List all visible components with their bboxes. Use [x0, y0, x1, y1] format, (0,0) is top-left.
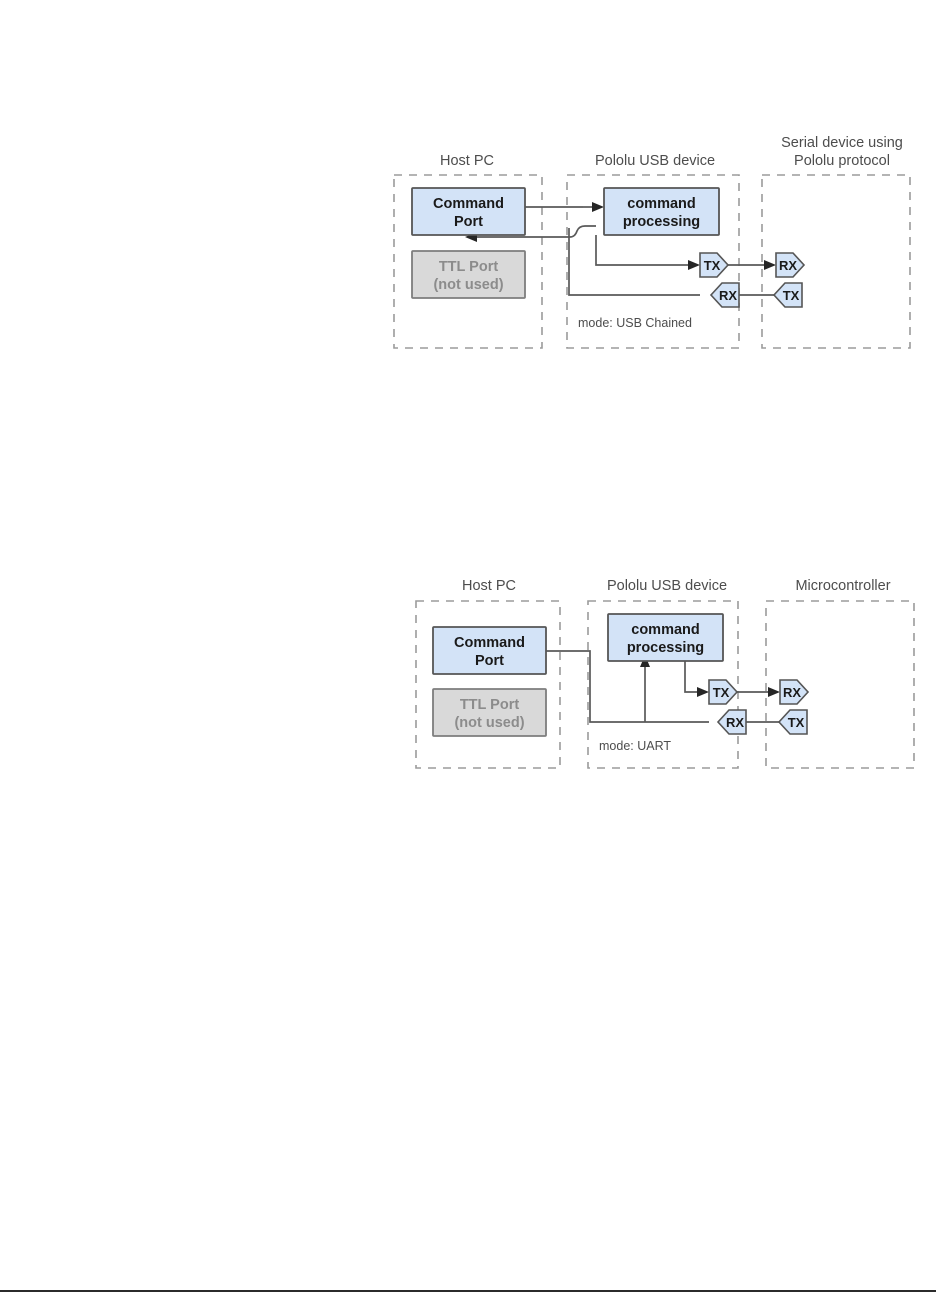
port-device-tx-label: TX — [713, 685, 730, 700]
panel-title-serial-device-line2: Pololu protocol — [794, 153, 890, 169]
node-ttl-port-box — [432, 688, 547, 737]
node-command-port: Command Port — [411, 187, 526, 236]
wire-device-rx-to-host — [568, 228, 700, 296]
diagram-uart-mode: Host PC Pololu USB device Microcontrolle… — [400, 570, 930, 780]
node-ttl-port: TTL Port (not used) — [411, 250, 526, 299]
node-command-processing: command processing — [607, 613, 724, 662]
port-peer-tx: TX — [777, 709, 808, 735]
port-peer-tx: TX — [772, 282, 803, 308]
port-peer-rx-shape — [779, 679, 810, 705]
node-command-processing-line1: command — [631, 622, 700, 638]
node-command-processing-line2: processing — [623, 214, 700, 230]
node-command-port-box — [411, 187, 526, 236]
wire-processing-to-device-tx — [595, 235, 680, 266]
port-device-rx-shape — [716, 709, 747, 735]
port-peer-rx: RX — [775, 252, 806, 278]
wire-processing-to-commandport — [477, 225, 596, 238]
page-bottom-rule — [0, 1290, 936, 1292]
port-peer-tx-shape — [777, 709, 808, 735]
port-peer-rx-shape — [775, 252, 806, 278]
port-device-tx-shape — [708, 679, 739, 705]
node-command-port-line2: Port — [454, 214, 483, 230]
panel-title-microcontroller: Microcontroller — [795, 578, 890, 594]
node-ttl-port-line2: (not used) — [433, 277, 503, 293]
node-ttl-port: TTL Port (not used) — [432, 688, 547, 737]
port-device-tx: TX — [699, 252, 730, 278]
panel-pololu-usb-device — [587, 600, 739, 769]
node-command-processing-box — [603, 187, 720, 236]
port-peer-tx-label: TX — [788, 715, 805, 730]
node-command-port-line1: Command — [433, 196, 504, 212]
panel-host-pc — [393, 174, 543, 349]
node-command-processing-box — [607, 613, 724, 662]
port-device-tx: TX — [708, 679, 739, 705]
panel-title-pololu-usb-device: Pololu USB device — [607, 578, 727, 594]
node-command-port-line1: Command — [454, 635, 525, 651]
port-device-rx-shape — [709, 282, 740, 308]
port-device-rx: RX — [716, 709, 747, 735]
port-device-tx-label: TX — [704, 258, 721, 273]
port-peer-tx-shape — [772, 282, 803, 308]
mode-label-usb-chained: mode: USB Chained — [578, 316, 692, 330]
panel-host-pc — [415, 600, 561, 769]
node-command-port: Command Port — [432, 626, 547, 675]
panel-title-serial-device-line1: Serial device using — [781, 135, 903, 151]
port-peer-rx-label: RX — [779, 258, 797, 273]
panel-title-host-pc: Host PC — [462, 578, 516, 594]
arrowhead-processing-input — [592, 202, 604, 212]
node-command-processing-line1: command — [627, 196, 696, 212]
port-device-rx-label: RX — [726, 715, 744, 730]
port-peer-tx-label: TX — [783, 288, 800, 303]
node-ttl-port-line1: TTL Port — [460, 697, 520, 713]
diagram-usb-chained-mode: Host PC Pololu USB device Serial device … — [370, 125, 930, 360]
wire-processing-to-device-tx — [684, 660, 697, 693]
node-ttl-port-line2: (not used) — [454, 715, 524, 731]
node-ttl-port-line1: TTL Port — [439, 259, 499, 275]
node-command-port-box — [432, 626, 547, 675]
node-command-processing-line2: processing — [627, 640, 704, 656]
arrowhead-peer-rx-input — [764, 260, 776, 270]
mode-label-uart: mode: UART — [599, 739, 671, 753]
port-device-tx-shape — [699, 252, 730, 278]
port-device-rx: RX — [709, 282, 740, 308]
panel-title-pololu-usb-device: Pololu USB device — [595, 153, 715, 169]
port-device-rx-label: RX — [719, 288, 737, 303]
node-command-processing: command processing — [603, 187, 720, 236]
port-peer-rx: RX — [779, 679, 810, 705]
panel-title-host-pc: Host PC — [440, 153, 494, 169]
port-peer-rx-label: RX — [783, 685, 801, 700]
node-command-port-line2: Port — [475, 653, 504, 669]
panel-pololu-usb-device — [566, 174, 740, 349]
wire-device-rx-to-commandport — [546, 650, 709, 723]
panel-serial-device — [761, 174, 911, 349]
node-ttl-port-box — [411, 250, 526, 299]
arrowhead-peer-rx-input — [768, 687, 780, 697]
panel-microcontroller — [765, 600, 915, 769]
arrowhead-device-tx-input — [688, 260, 700, 270]
arrowhead-device-tx-input — [697, 687, 709, 697]
